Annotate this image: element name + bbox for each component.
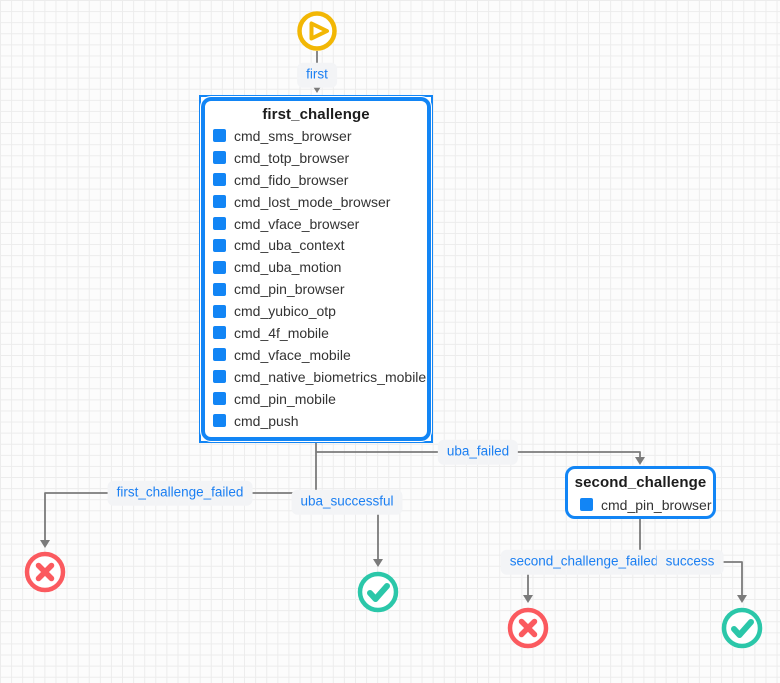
- command-item[interactable]: cmd_sms_browser: [205, 125, 427, 147]
- node-first-challenge[interactable]: first_challenge cmd_sms_browser cmd_totp_…: [199, 95, 433, 443]
- arrowhead-success: [737, 595, 747, 603]
- command-label: cmd_pin_browser: [601, 496, 712, 513]
- command-label: cmd_fido_browser: [234, 171, 349, 188]
- check-icon: [731, 619, 754, 638]
- node-second-challenge[interactable]: second_challenge cmd_pin_browser: [565, 466, 716, 519]
- command-icon: [213, 129, 226, 143]
- command-label: cmd_vface_mobile: [234, 346, 351, 363]
- command-item[interactable]: cmd_4f_mobile: [205, 322, 427, 344]
- edge-label-success[interactable]: success: [656, 549, 724, 575]
- command-item[interactable]: cmd_vface_browser: [205, 213, 427, 235]
- play-triangle-icon: [309, 21, 329, 41]
- node-title: first_challenge: [262, 106, 370, 123]
- command-list: cmd_pin_browser: [568, 493, 713, 516]
- command-icon: [213, 414, 226, 428]
- node-title: second_challenge: [574, 474, 707, 491]
- command-icon: [213, 238, 226, 252]
- arrowhead-second-challenge-failed: [523, 595, 533, 603]
- command-icon: [213, 151, 226, 165]
- node-first-challenge-body: first_challenge cmd_sms_browser cmd_totp_…: [200, 96, 432, 442]
- edge-uba-failed[interactable]: [316, 451, 641, 458]
- command-label: cmd_yubico_otp: [234, 303, 336, 320]
- command-label: cmd_lost_mode_browser: [234, 193, 391, 210]
- command-label: cmd_pin_mobile: [234, 390, 336, 407]
- command-icon: [213, 217, 226, 230]
- x-icon: [518, 618, 538, 638]
- failure-node-second-challenge[interactable]: [507, 607, 549, 649]
- command-icon: [213, 392, 226, 406]
- command-label: cmd_vface_browser: [234, 215, 360, 232]
- command-label: cmd_4f_mobile: [234, 324, 329, 341]
- edge-label-uba-successful[interactable]: uba_successful: [291, 489, 403, 515]
- command-item[interactable]: cmd_pin_browser: [568, 493, 713, 516]
- command-icon: [580, 498, 593, 511]
- arrowhead-uba-failed: [635, 457, 645, 465]
- x-icon: [35, 562, 55, 582]
- failure-node-first-challenge[interactable]: [24, 551, 66, 593]
- command-icon: [213, 173, 226, 187]
- command-icon: [213, 260, 226, 274]
- arrowhead-uba-successful: [373, 559, 383, 567]
- command-icon: [213, 304, 226, 318]
- edge-label-first-challenge-failed[interactable]: first_challenge_failed: [107, 480, 253, 506]
- command-label: cmd_sms_browser: [234, 127, 352, 144]
- command-item[interactable]: cmd_fido_browser: [205, 169, 427, 191]
- edge-label-first[interactable]: first: [297, 62, 337, 88]
- command-item[interactable]: cmd_push: [205, 410, 427, 432]
- command-item[interactable]: cmd_vface_mobile: [205, 344, 427, 366]
- command-item[interactable]: cmd_yubico_otp: [205, 300, 427, 322]
- command-item[interactable]: cmd_native_biometrics_mobile: [205, 366, 427, 388]
- command-icon: [213, 348, 226, 362]
- command-item[interactable]: cmd_pin_mobile: [205, 388, 427, 410]
- command-icon: [213, 282, 226, 296]
- edge-label-second-challenge-failed[interactable]: second_challenge_failed: [500, 549, 668, 575]
- command-label: cmd_native_biometrics_mobile: [234, 368, 427, 385]
- command-item[interactable]: cmd_uba_motion: [205, 256, 427, 278]
- start-node[interactable]: [297, 11, 337, 51]
- command-label: cmd_totp_browser: [234, 149, 350, 166]
- command-label: cmd_pin_browser: [234, 281, 345, 298]
- command-label: cmd_push: [234, 412, 299, 429]
- success-node-final[interactable]: [721, 607, 763, 649]
- arrowhead-first-challenge-failed: [40, 540, 50, 548]
- command-item[interactable]: cmd_pin_browser: [205, 278, 427, 300]
- command-item[interactable]: cmd_totp_browser: [205, 147, 427, 169]
- check-icon: [367, 583, 390, 602]
- command-label: cmd_uba_motion: [234, 259, 342, 276]
- command-icon: [213, 195, 226, 209]
- command-icon: [213, 326, 226, 340]
- command-label: cmd_uba_context: [234, 237, 345, 254]
- edge-label-uba-failed[interactable]: uba_failed: [437, 439, 519, 465]
- command-icon: [213, 370, 226, 384]
- command-item[interactable]: cmd_uba_context: [205, 234, 427, 256]
- success-node-uba[interactable]: [357, 571, 399, 613]
- command-list: cmd_sms_browser cmd_totp_browser cmd_fido_…: [205, 125, 427, 431]
- command-item[interactable]: cmd_lost_mode_browser: [205, 191, 427, 213]
